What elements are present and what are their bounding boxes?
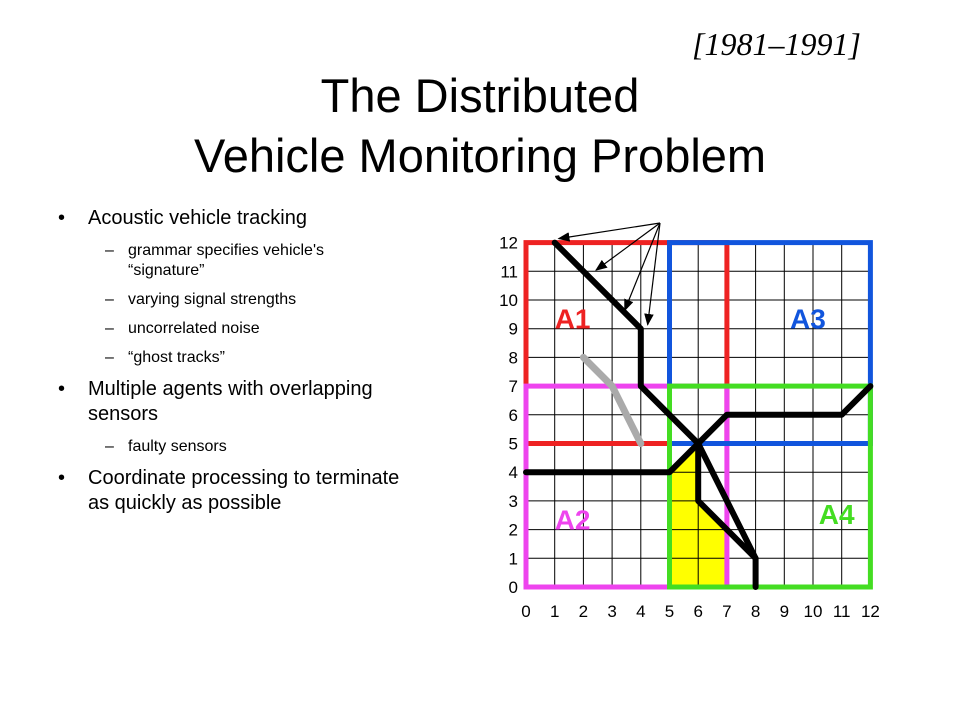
y-tick-label: 5 [509,435,518,454]
y-tick-label: 4 [509,463,518,482]
x-tick-label: 10 [804,602,823,621]
x-tick-label: 12 [861,602,880,621]
x-tick-label: 0 [521,602,530,621]
sub-bullet-faulty-sensors: faulty sensors [58,437,468,457]
y-tick-label: 11 [500,262,518,281]
sensor-region-a2 [523,383,730,590]
slide-title: The Distributed Vehicle Monitoring Probl… [80,66,880,186]
x-tick-label: 8 [751,602,760,621]
y-tick-label: 10 [499,291,518,310]
vehicle-track [551,239,759,590]
title-line-2: Vehicle Monitoring Problem [193,129,767,182]
bullet-multiple-agents: Multiple agents with overlapping sensors [58,377,468,427]
bullet-list: Acoustic vehicle tracking grammar specif… [58,206,468,526]
y-tick-label: 0 [509,578,518,597]
date-range: [1981–1991] [692,26,861,62]
region-label-a2: A2 [555,505,591,536]
bullet-coordinate-processing-line1: Coordinate processing to terminate [88,467,400,489]
sub-bullet-signal-strengths: varying signal strengths [58,290,468,310]
x-tick-label: 1 [550,602,559,621]
sub-bullet-grammar-line2: “signature” [128,262,205,279]
pointer-arrow [624,222,661,312]
y-tick-label: 2 [509,521,518,540]
vehicle-track [695,440,759,562]
x-tick-label: 3 [607,602,616,621]
pointer-arrow [595,222,661,271]
vehicle-track [523,383,874,476]
region-label-a4: A4 [819,499,855,530]
pointer-arrow [557,222,661,242]
region-label-a3: A3 [790,304,826,335]
y-tick-label: 3 [509,492,518,511]
y-tick-label: 8 [509,348,518,367]
x-tick-label: 2 [579,602,588,621]
bullet-coordinate-processing-line2: as quickly as possible [88,492,282,514]
x-tick-label: 7 [722,602,731,621]
sensor-region-a1 [523,240,730,446]
sub-bullet-grammar: grammar specifies vehicle's “signature” [58,241,468,281]
sub-bullet-ghost-tracks: “ghost tracks” [58,348,468,368]
x-tick-label: 11 [833,602,851,621]
y-tick-label: 7 [509,377,518,396]
title-line-1: The Distributed [320,69,640,122]
sensor-region-a4 [667,383,873,590]
x-tick-label: 4 [636,602,645,621]
bullet-coordinate-processing: Coordinate processing to terminate as qu… [58,466,468,516]
y-tick-label: 9 [509,320,518,339]
bullet-acoustic-tracking: Acoustic vehicle tracking [58,206,468,231]
bullet-multiple-agents-line1: Multiple agents with overlapping [88,378,373,400]
x-tick-label: 9 [780,602,789,621]
y-tick-label: 6 [509,406,518,425]
x-tick-label: 5 [665,602,674,621]
sensor-region-a3 [667,240,873,446]
ghost-track [579,353,645,447]
pointer-arrow [644,222,661,326]
y-tick-label: 12 [499,234,518,253]
x-tick-label: 6 [693,602,702,621]
bullet-multiple-agents-line2: sensors [88,403,159,425]
sub-bullet-noise: uncorrelated noise [58,319,468,339]
region-label-a1: A1 [555,304,591,335]
sub-bullet-grammar-line1: grammar specifies vehicle's [128,242,325,259]
y-tick-label: 1 [509,549,518,568]
